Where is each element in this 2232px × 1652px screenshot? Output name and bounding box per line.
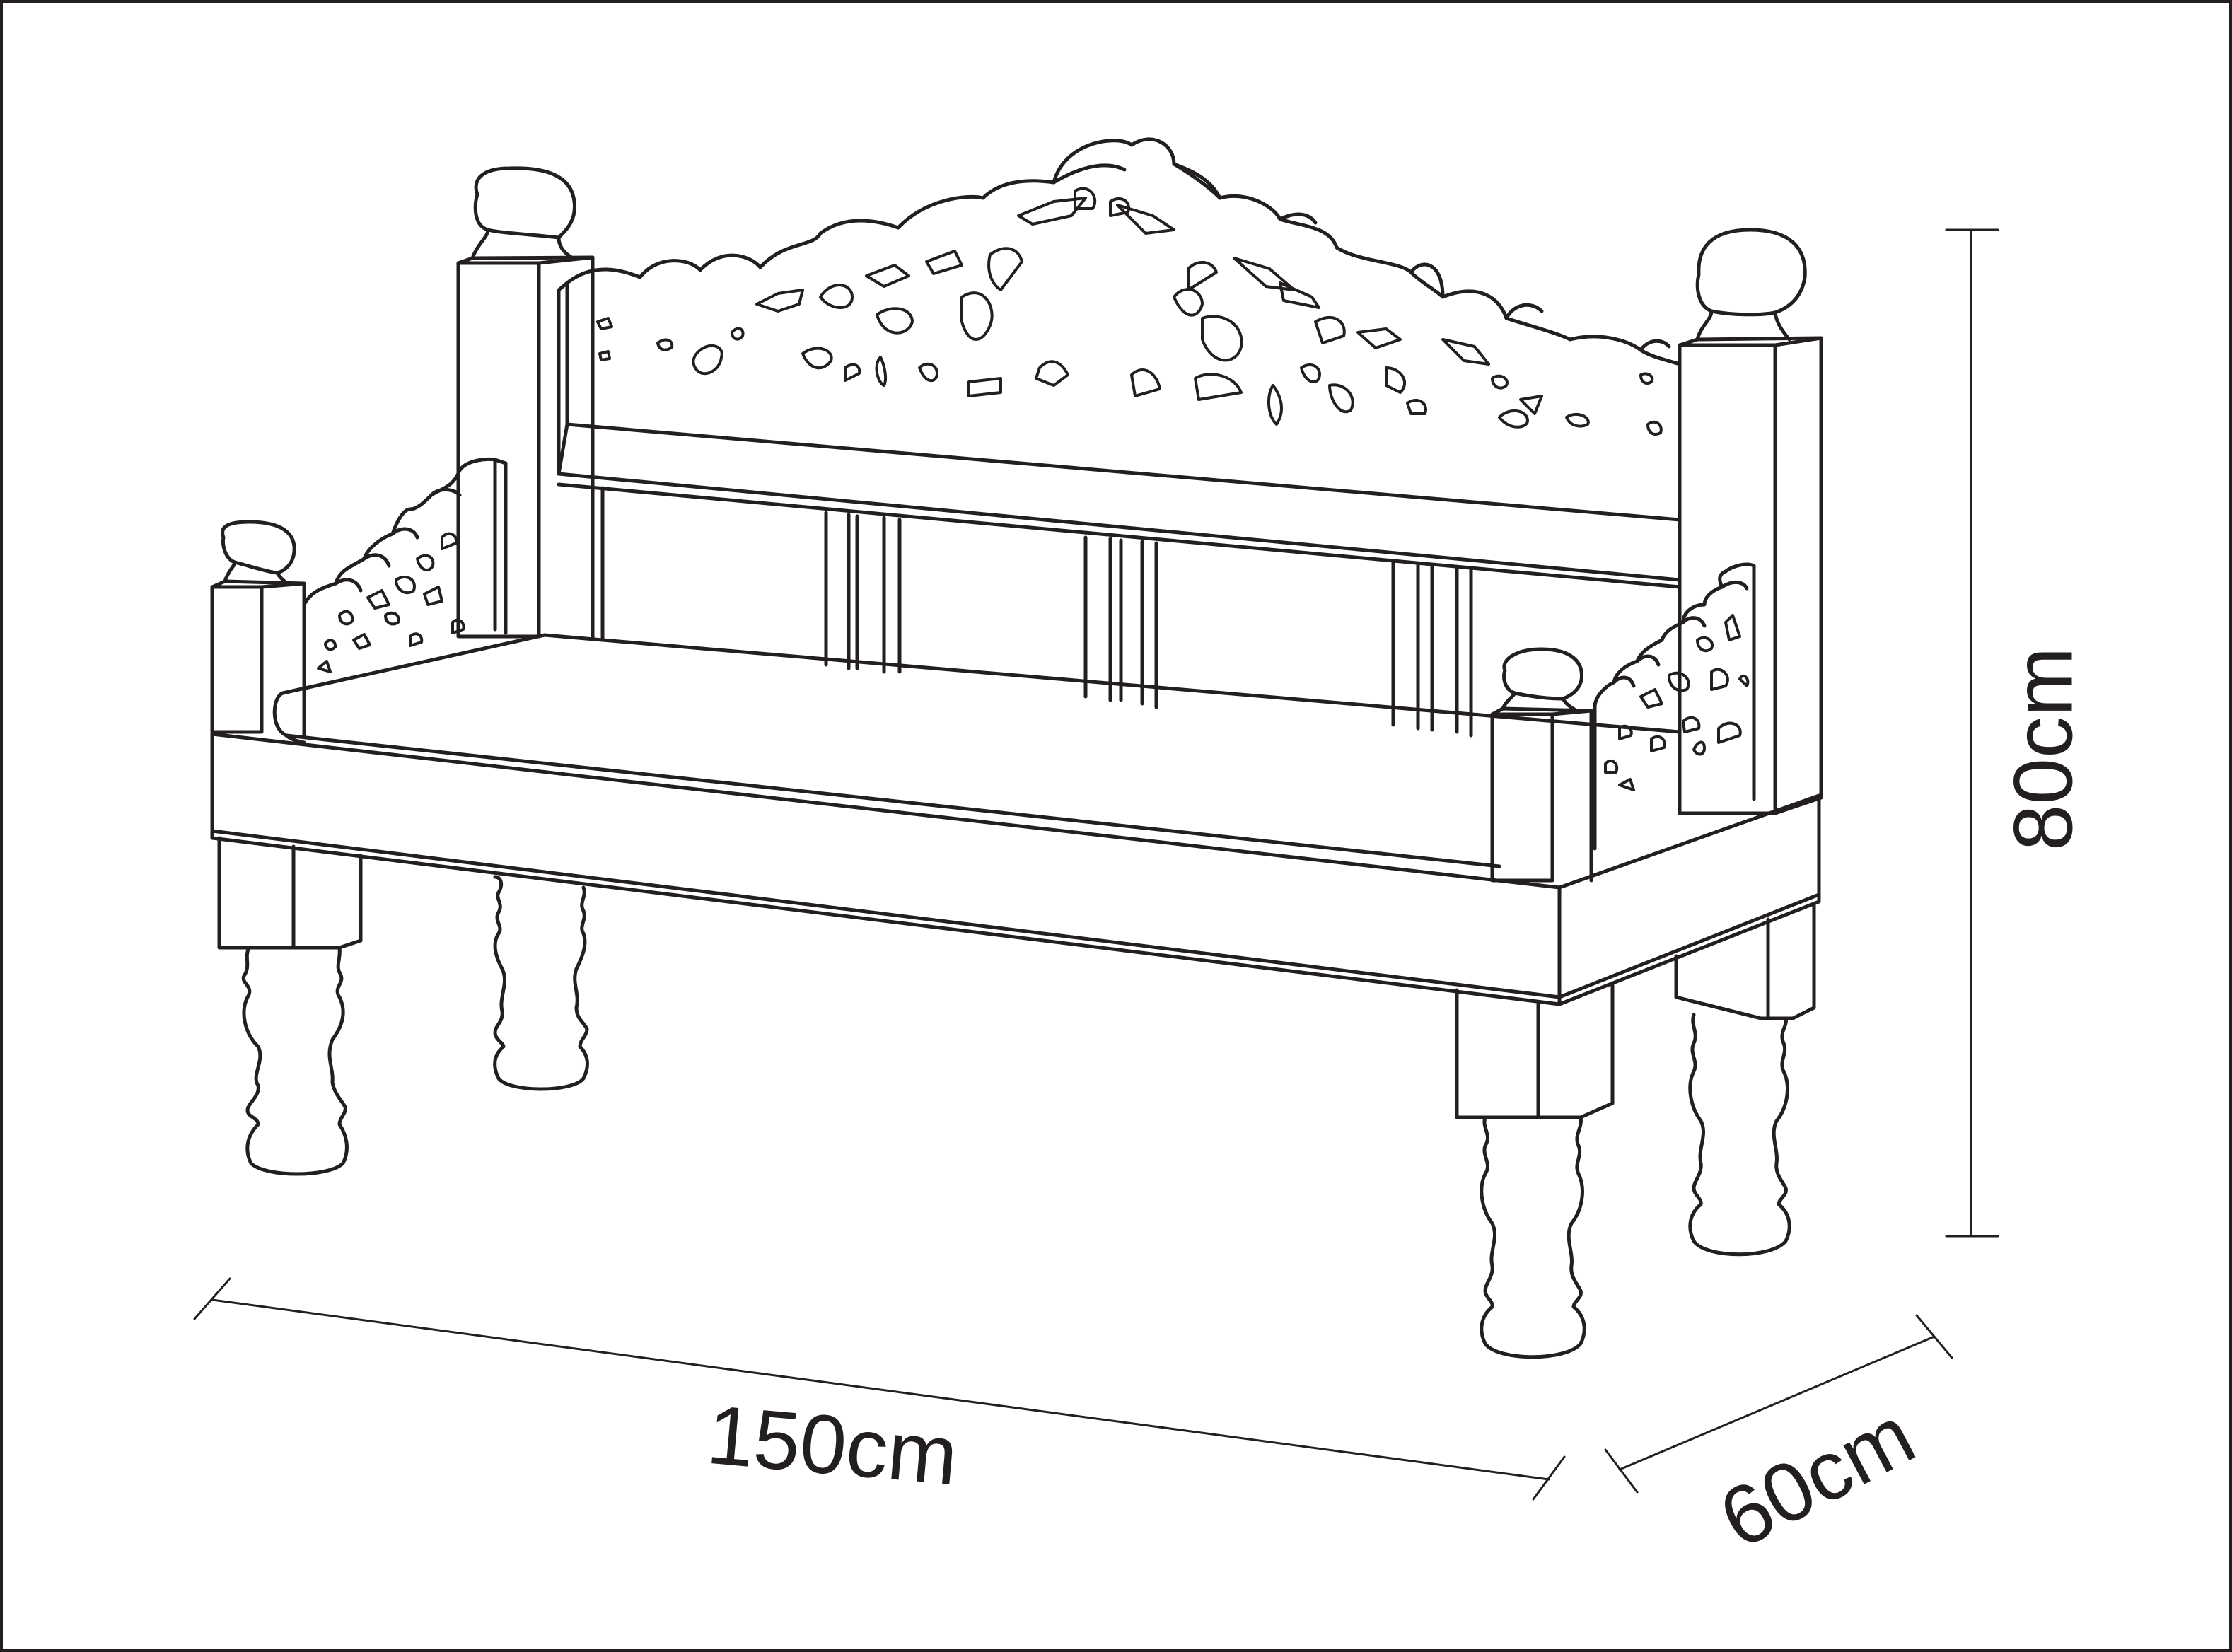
- depth-dimension-line: [1618, 1335, 1936, 1471]
- apron: [210, 732, 1821, 1006]
- left-armrest: [210, 457, 508, 738]
- width-dimension-line: [211, 1298, 1550, 1481]
- crest-carving: [596, 187, 1663, 436]
- width-tick-right: [1532, 1455, 1566, 1501]
- width-label: 150cm: [703, 1388, 962, 1503]
- width-tick-left: [193, 1277, 231, 1320]
- dimension-lines: [193, 228, 1999, 1501]
- depth-tick-right: [1915, 1314, 1953, 1359]
- legs: [217, 836, 1816, 1359]
- seat: [272, 633, 1682, 868]
- height-label: 80cm: [1996, 646, 2091, 851]
- backrest: [456, 137, 1823, 815]
- right-armrest: [1490, 562, 1756, 883]
- depth-tick-left: [1604, 1448, 1639, 1494]
